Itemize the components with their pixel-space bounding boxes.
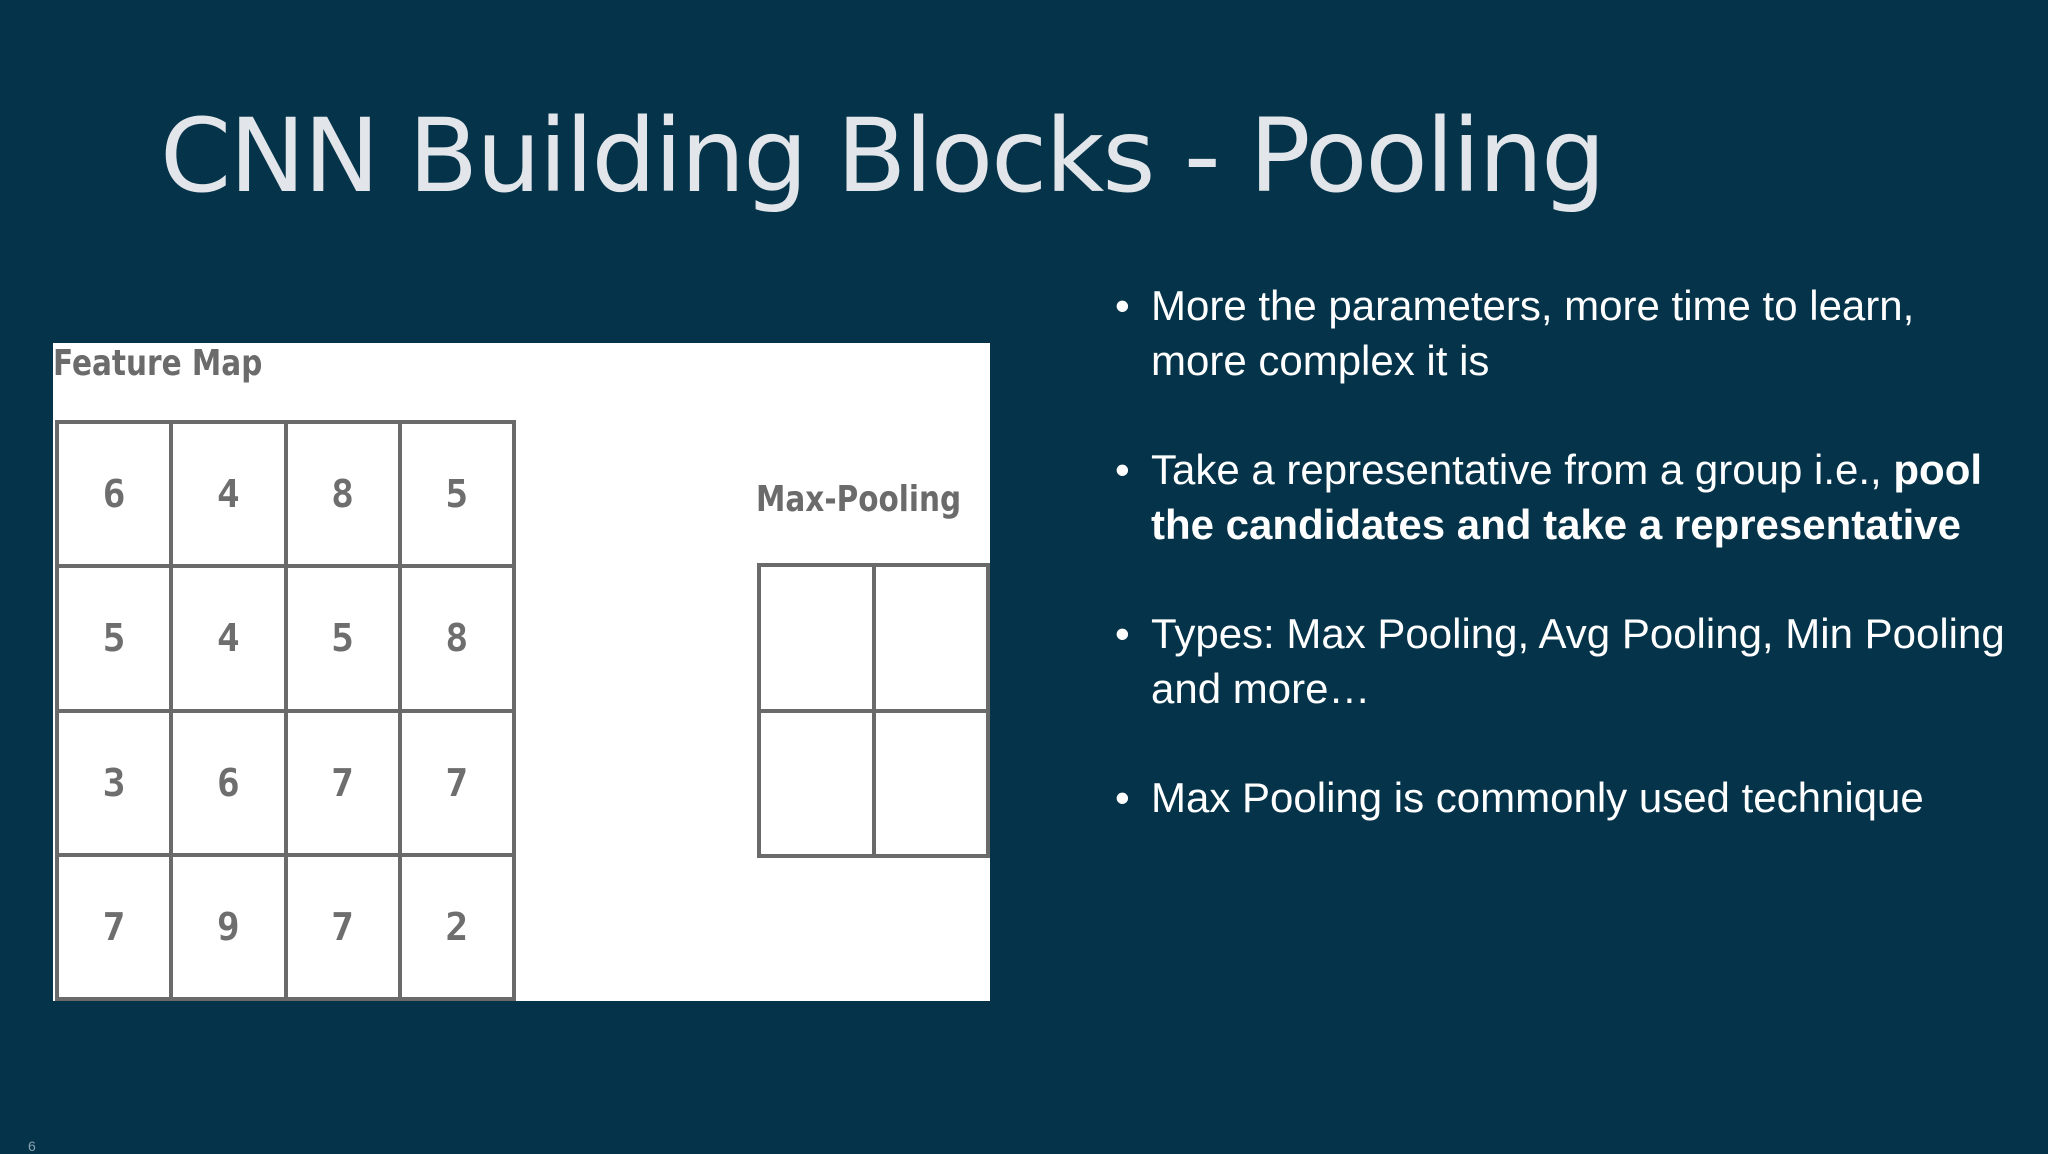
bullet-parameters: • More the parameters, more time to lear… [1115, 278, 2015, 388]
feature-map-cell: 4 [173, 424, 288, 569]
feature-map-cell: 8 [287, 424, 402, 569]
slide-number: 6 [28, 1138, 36, 1154]
bullet-text: Max Pooling is commonly used technique [1151, 774, 1924, 821]
feature-map-cell: 7 [287, 856, 402, 1001]
bullet-text: More the parameters, more time to learn,… [1151, 282, 1915, 384]
feature-map-cell: 7 [59, 856, 174, 1001]
bullet-max-pooling: • Max Pooling is commonly used technique [1115, 770, 2015, 825]
bullet-bold-text: pool the candidates and take a represent… [1151, 446, 1983, 548]
max-pooling-cell [875, 712, 990, 858]
feature-map-cell: 6 [173, 712, 288, 857]
bullet-marker: • [1115, 774, 1130, 821]
max-pooling-cell [761, 567, 876, 713]
max-pooling-cell [761, 712, 876, 858]
bullet-representative: • Take a representative from a group i.e… [1115, 442, 2015, 552]
feature-map-cell: 6 [59, 424, 174, 569]
max-pooling-label: Max-Pooling [756, 479, 962, 520]
feature-map-cell: 5 [287, 568, 402, 713]
feature-map-cell: 8 [401, 568, 516, 713]
max-pooling-cell [875, 567, 990, 713]
bullet-marker: • [1115, 282, 1130, 329]
max-pooling-grid [757, 563, 990, 858]
bullet-list: • More the parameters, more time to lear… [1115, 278, 2015, 879]
pooling-figure: Feature Map Max-Pooling 6 4 8 5 5 4 5 8 … [53, 343, 990, 1001]
bullet-text: Take a representative from a group i.e., [1151, 446, 1894, 493]
bullet-marker: • [1115, 610, 1130, 657]
feature-map-cell: 9 [173, 856, 288, 1001]
bullet-marker: • [1115, 446, 1130, 493]
bullet-text: Types: Max Pooling, Avg Pooling, Min Poo… [1151, 610, 2005, 712]
feature-map-cell: 2 [401, 856, 516, 1001]
feature-map-cell: 4 [173, 568, 288, 713]
feature-map-grid: 6 4 8 5 5 4 5 8 3 6 7 7 7 9 7 2 [55, 420, 516, 1001]
bullet-types: • Types: Max Pooling, Avg Pooling, Min P… [1115, 606, 2015, 716]
feature-map-cell: 5 [401, 424, 516, 569]
feature-map-cell: 7 [401, 712, 516, 857]
feature-map-cell: 3 [59, 712, 174, 857]
feature-map-cell: 5 [59, 568, 174, 713]
feature-map-label: Feature Map [53, 343, 263, 384]
slide-title: CNN Building Blocks - Pooling [160, 97, 1606, 216]
feature-map-cell: 7 [287, 712, 402, 857]
